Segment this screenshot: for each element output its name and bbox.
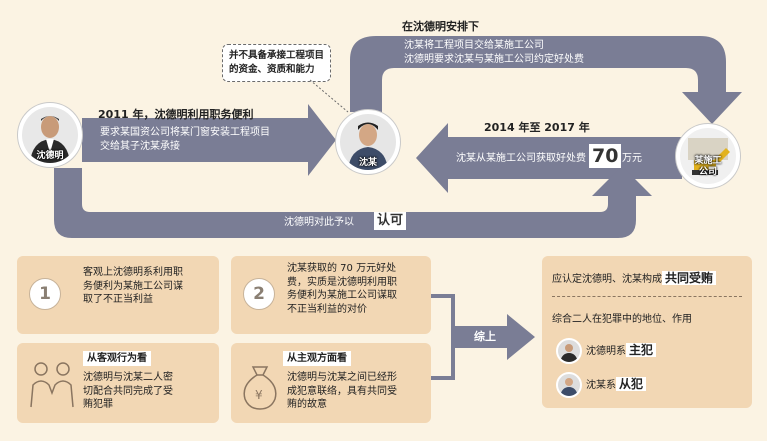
card-4-line-3: 贿的故意 (287, 399, 327, 410)
summary-bracket (431, 294, 535, 380)
card-3-line-1: 沈德明与沈某二人密 (83, 372, 173, 383)
approve-word: 认可 (374, 212, 407, 230)
card-4-line-1: 沈德明与沈某之间已经形 (287, 372, 397, 383)
card-2-text: 沈某获取的 70 万元好处 费，实质是沈德明利用职 务便利为某施工公司谋取 不正… (287, 262, 397, 316)
shen-deming-name: 沈德明 (36, 151, 64, 161)
label-2011-title: 2011 年，沈德明利用职务便利 (98, 108, 254, 121)
card-3: 从客观行为看 沈德明与沈某二人密 切配合共同完成了受 贿犯罪 (17, 343, 219, 423)
arrange-line2: 沈德明要求沈某与某施工公司约定好处费 (404, 54, 584, 65)
benefit-amount: 70 (589, 144, 622, 168)
arrow-shen-to-company (350, 36, 742, 124)
flow-arrows (54, 36, 742, 238)
company-avatar: 某施工 公司 (676, 124, 740, 188)
conclusion-line-1-prefix: 应认定沈德明、沈某构成 (552, 274, 662, 285)
shen-name: 沈某 (358, 158, 377, 168)
role2-text: 沈某系从犯 (586, 376, 647, 394)
card-2-line-2: 费，实质是沈德明利用职 (287, 276, 397, 288)
money-bag-icon: ¥ (243, 366, 277, 410)
arrow-approval-loop (54, 166, 652, 238)
excavator-icon (680, 128, 736, 184)
bubble-tail (309, 79, 349, 113)
joint-bribery-highlight: 共同受贿 (662, 271, 717, 285)
cooperation-icon (30, 362, 74, 408)
role2-prefix: 沈某系 (586, 380, 616, 391)
card-2-number: 2 (243, 278, 275, 310)
card-1-line-3: 取了不正当利益 (83, 294, 153, 305)
summary-label: 综上 (474, 330, 496, 343)
principal-highlight: 主犯 (626, 343, 657, 357)
card-2-line-3: 务便利为某施工公司谋取 (287, 290, 397, 301)
card-3-line-3: 贿犯罪 (83, 399, 113, 410)
label-2011-line2: 交给其子沈某承接 (100, 141, 180, 152)
period-label: 2014 年至 2017 年 (484, 121, 590, 134)
svg-text:¥: ¥ (255, 388, 263, 402)
arrow-shen-deming-to-shen (82, 104, 336, 176)
card-3-tag: 从客观行为看 (83, 351, 151, 366)
businessman-small-icon (560, 344, 578, 362)
young-man-small-icon (560, 378, 578, 396)
card-1-text: 客观上沈德明系利用职 务便利为某施工公司谋 取了不正当利益 (83, 266, 183, 307)
card-1-line-1: 客观上沈德明系利用职 (83, 267, 183, 278)
divider (552, 296, 742, 297)
card-4-text: 沈德明与沈某之间已经形 成犯意联络，具有共同受 贿的故意 (287, 371, 397, 412)
card-3-text: 沈德明与沈某二人密 切配合共同完成了受 贿犯罪 (83, 371, 173, 412)
approve-prefix: 沈德明对此予以 (284, 217, 354, 228)
accessory-highlight: 从犯 (616, 377, 647, 391)
card-1-number: 1 (29, 278, 61, 310)
benefit-prefix: 沈某从某施工公司获取好处费 (456, 153, 586, 164)
benefit-unit: 万元 (622, 153, 642, 164)
capability-note-bubble: 并不具备承接工程项目 的资金、资质和能力 (222, 44, 332, 82)
card-2-line-4: 不正当利益的对价 (287, 303, 367, 315)
bubble-line-2: 的资金、资质和能力 (229, 64, 315, 75)
company-name-line-2: 公司 (698, 167, 717, 177)
shen-avatar: 沈某 (336, 110, 400, 174)
conclusion-line-2: 综合二人在犯罪中的地位、作用 (552, 314, 692, 325)
label-2011-line1: 要求某国资公司将某门窗安装工程项目 (100, 127, 270, 138)
role1-prefix: 沈德明系 (586, 346, 626, 357)
role1-text: 沈德明系主犯 (586, 342, 657, 360)
card-4-line-2: 成犯意联络，具有共同受 (287, 385, 397, 397)
card-3-line-2: 切配合共同完成了受 (83, 385, 173, 397)
role1-avatar (556, 338, 582, 364)
bubble-line-1: 并不具备承接工程项目 (229, 50, 325, 61)
card-4-tag: 从主观方面看 (283, 351, 351, 366)
shen-deming-avatar: 沈德明 (18, 103, 82, 167)
card-1-line-2: 务便利为某施工公司谋 (83, 280, 183, 292)
conclusion-panel: 应认定沈德明、沈某构成共同受贿 综合二人在犯罪中的地位、作用 沈德明系主犯 沈某… (542, 256, 752, 408)
card-2: 2 沈某获取的 70 万元好处 费，实质是沈德明利用职 务便利为某施工公司谋取 … (231, 256, 431, 334)
company-name: 某施工 公司 (680, 156, 736, 178)
summary-arrow (453, 314, 535, 360)
businessman-icon (22, 107, 78, 163)
young-man-icon (340, 114, 396, 170)
arrange-line1: 沈某将工程项目交给某施工公司 (404, 40, 544, 51)
card-4: 从主观方面看 ¥ 沈德明与沈某之间已经形 成犯意联络，具有共同受 贿的故意 (231, 343, 431, 423)
conclusion-line-1: 应认定沈德明、沈某构成共同受贿 (552, 270, 717, 288)
card-1: 1 客观上沈德明系利用职 务便利为某施工公司谋 取了不正当利益 (17, 256, 219, 334)
card-2-line-1: 沈某获取的 70 万元好处 (287, 263, 397, 274)
company-name-line-1: 某施工 (694, 156, 722, 166)
role2-avatar (556, 372, 582, 398)
arrange-title: 在沈德明安排下 (402, 20, 479, 33)
